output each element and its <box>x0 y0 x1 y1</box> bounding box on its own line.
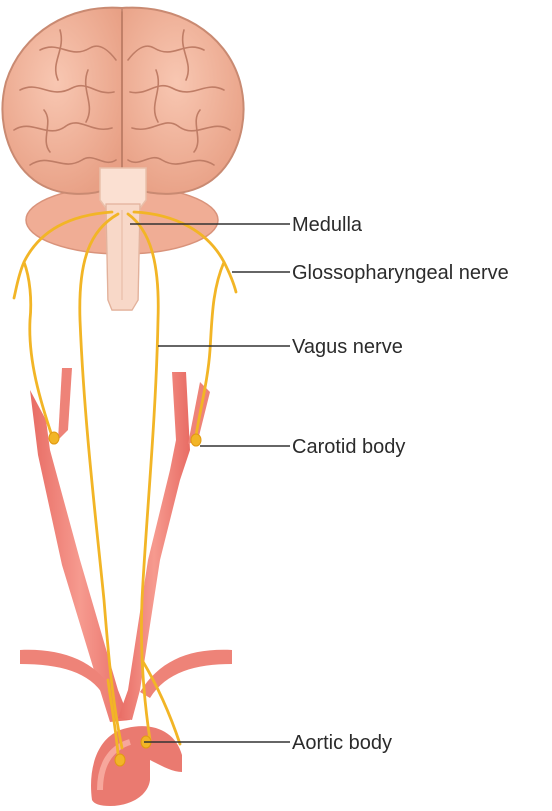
aortic-body-left <box>114 753 126 767</box>
aortic-arch <box>91 726 182 806</box>
right-hemisphere <box>121 6 245 195</box>
label-medulla: Medulla <box>292 214 363 236</box>
left-subclavian-artery <box>20 649 112 696</box>
brain <box>1 6 245 311</box>
right-vagus-nerve <box>126 212 160 742</box>
leader-lines <box>130 223 290 743</box>
left-external-carotid <box>58 368 72 440</box>
aortic-nerve-branch-2 <box>106 678 120 756</box>
right-glossopharyngeal-nerve <box>132 210 238 438</box>
left-carotid-body <box>48 431 60 445</box>
left-hemisphere <box>1 6 123 195</box>
medulla-shape <box>105 203 141 311</box>
nerves <box>12 210 238 756</box>
aortic-arch-highlight <box>97 739 132 791</box>
left-vagus-nerve <box>78 212 124 750</box>
label-glossopharyngeal-nerve: Glossopharyngeal nerve <box>292 262 509 284</box>
label-aortic-body: Aortic body <box>292 732 392 754</box>
right-carotid-artery <box>118 372 190 720</box>
left-carotid-artery <box>30 390 130 722</box>
brain-folds <box>13 11 231 181</box>
label-carotid-body: Carotid body <box>292 436 405 458</box>
right-carotid-body <box>190 433 202 447</box>
left-glossopharyngeal-nerve <box>12 210 114 438</box>
arteries <box>20 368 232 806</box>
aortic-nerve-branch <box>140 658 182 746</box>
label-vagus-nerve: Vagus nerve <box>292 336 403 358</box>
labels: Medulla Glossopharyngeal nerve Vagus ner… <box>292 214 509 754</box>
right-subclavian-artery <box>140 649 232 698</box>
